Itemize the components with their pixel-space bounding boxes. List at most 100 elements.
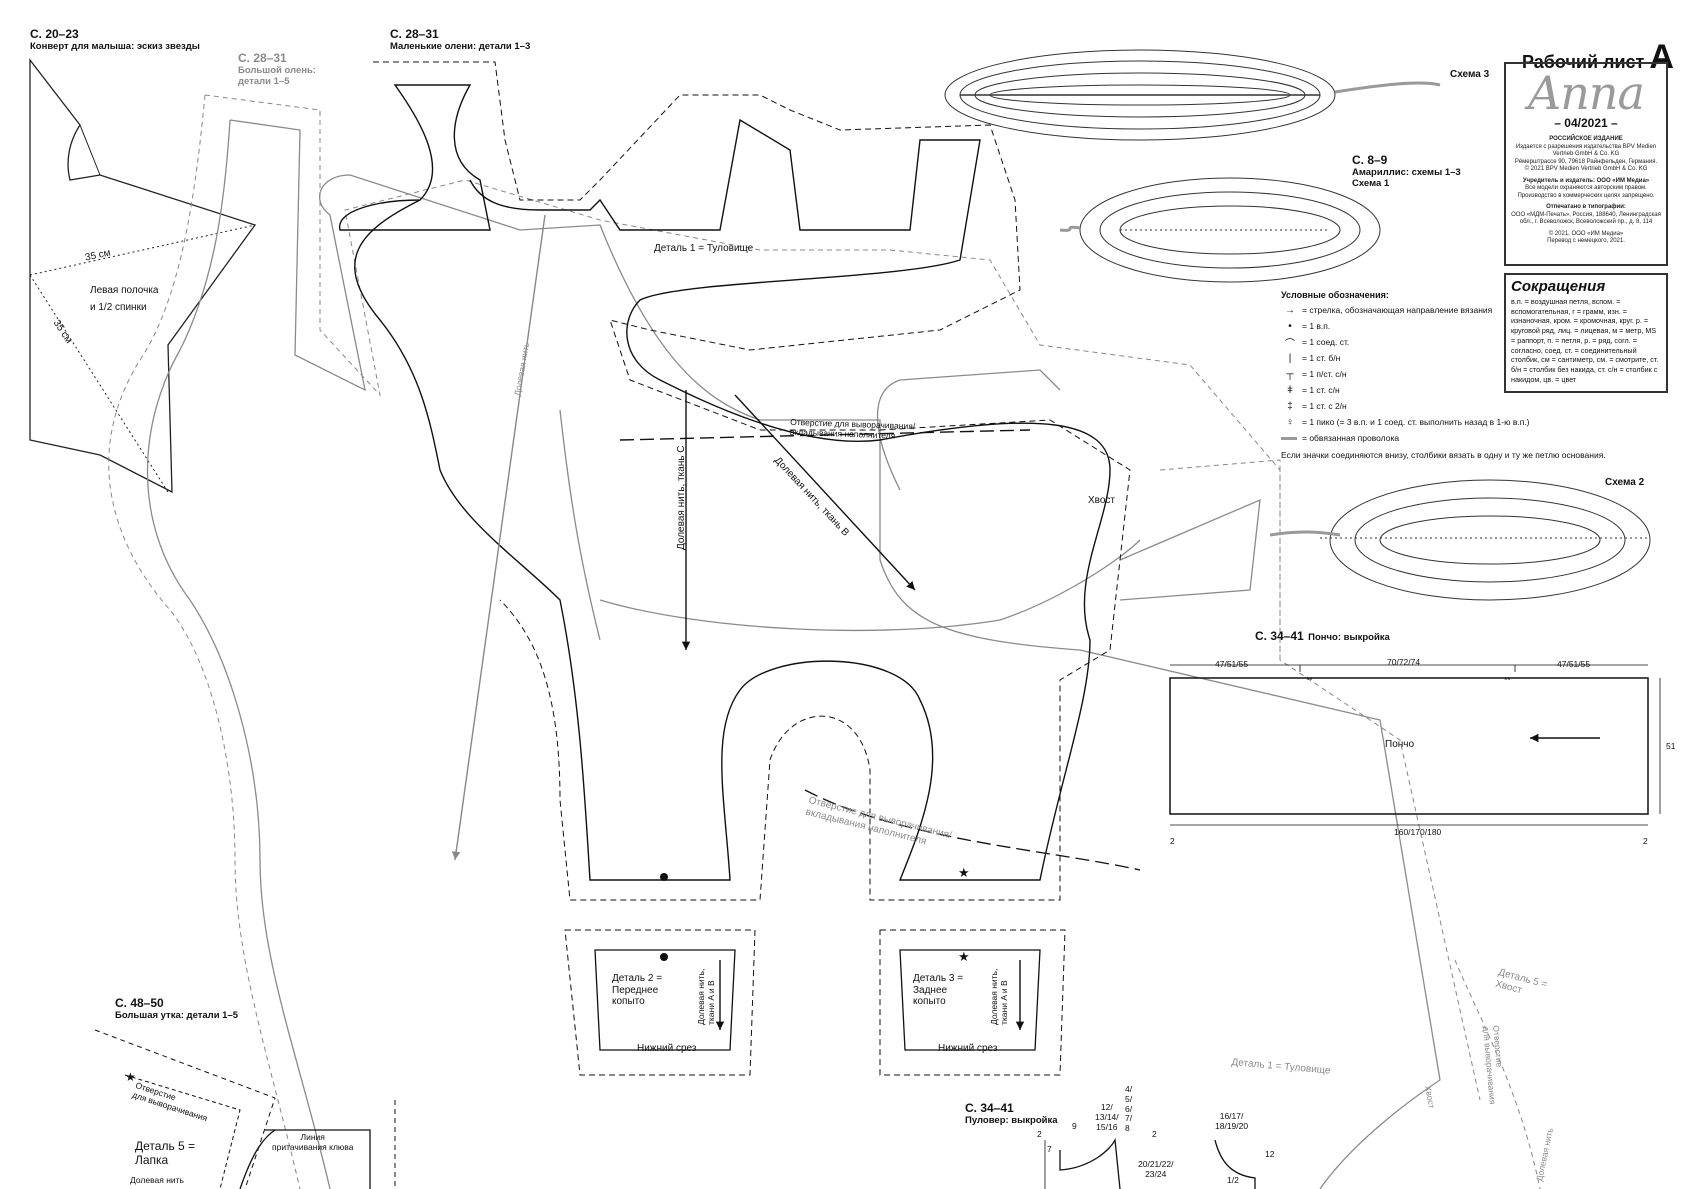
pullover-dim-group: 20/21/22/ 23/24 xyxy=(1138,1159,1174,1180)
legend-text: = 1 ст. б/н xyxy=(1302,353,1341,364)
section-title: С. 20–23 xyxy=(30,27,79,41)
pullover-dim-group: 12/ 13/14/ 15/16 xyxy=(1095,1102,1119,1132)
abbreviations-title: Сокращения xyxy=(1511,278,1606,295)
duck-beak-line-1: Линия xyxy=(300,1132,325,1142)
wire-icon xyxy=(1281,436,1297,440)
hoof-front-line-3: копыто xyxy=(612,996,645,1007)
scheme-2 xyxy=(1269,479,1651,601)
deer-tail-label: Хвост xyxy=(1088,495,1116,506)
legend-item: ǂ = 1 ст. с/н xyxy=(1281,382,1606,398)
legend-text: = 1 п/ст. с/н xyxy=(1302,369,1347,380)
scheme-3 xyxy=(944,49,1441,141)
section-title: С. 34–41 xyxy=(965,1101,1014,1115)
pullover-dim: 1/2 xyxy=(1227,1175,1239,1185)
legend-item: |= 1 ст. б/н xyxy=(1281,350,1606,366)
deer-grain-c-label: Долевая нить, ткань C xyxy=(676,445,687,550)
poncho-stars-b: ** xyxy=(1504,675,1511,685)
big-deer-outline xyxy=(146,119,1441,1189)
publisher-line: Перевод с немецкого, 2021. xyxy=(1547,238,1625,244)
duck-beak-line-2: притачивания клюва xyxy=(272,1141,354,1152)
scheme-1 xyxy=(1059,177,1381,283)
section-amaryllis: С. 8–9 Амариллис: схемы 1–3 Схема 1 xyxy=(1352,153,1461,190)
section-pullover: С. 34–41 Пуловер: выкройка xyxy=(965,1101,1058,1127)
legend-text: = стрелка, обозначающая направление вяза… xyxy=(1302,305,1493,316)
hoof-front-line-1: Деталь 2 = xyxy=(612,973,663,984)
sheet-letter: A xyxy=(1649,38,1674,76)
publisher-line: © 2021 BPV Medien Vertrieb GmbH & Co. KG xyxy=(1524,166,1648,172)
pullover-dim: 15/16 xyxy=(1096,1121,1118,1132)
poncho-top-left: 47/51/55 xyxy=(1215,659,1249,669)
section-title: С. 28–31 xyxy=(390,27,439,41)
legend-note: Если значки соединяются внизу, столбики … xyxy=(1281,450,1606,461)
hoof-back-grain: Долевая нить, ткани A и B xyxy=(989,969,1010,1025)
scheme-3-label: Схема 3 xyxy=(1450,69,1490,80)
section-title: С. 34–41 xyxy=(1255,629,1304,643)
pullover-dim: 18/19/20 xyxy=(1215,1120,1249,1131)
section-title: С. 8–9 xyxy=(1352,153,1388,167)
legend-item: = обвязанная проволока xyxy=(1281,430,1606,446)
publisher-line: обл., г. Всеволожск, Всеволожский пр., д… xyxy=(1519,219,1653,225)
pullover-dim-group: 4/ 5/ 6/ 7/ 8 xyxy=(1125,1084,1133,1134)
poncho-bottom: 160/170/180 xyxy=(1394,827,1442,837)
legend-text: = обвязанная проволока xyxy=(1302,433,1400,444)
section-subtitle: Амариллис: схемы 1–3 xyxy=(1352,166,1461,178)
pullover-dim: 20/21/22/ xyxy=(1138,1159,1174,1169)
section-subtitle: Пончо: выкройка xyxy=(1308,632,1390,643)
hoof-front-bottom: Нижний срез xyxy=(637,1043,697,1054)
section-duck: С. 48–50 Большая утка: детали 1–5 xyxy=(115,996,239,1022)
poncho-top-mid: 70/72/74 xyxy=(1387,657,1421,667)
section-small-deer: С. 28–31 Маленькие олени: детали 1–3 xyxy=(390,27,531,53)
section-subtitle: Большая утка: детали 1–5 xyxy=(115,1009,239,1021)
legend-item: ⌒= 1 соед. ст. xyxy=(1281,334,1606,350)
treble-crochet-icon: ‡ xyxy=(1287,400,1293,412)
poncho-top-right: 47/51/55 xyxy=(1557,659,1591,669)
legend-text: = 1 в.п. xyxy=(1302,321,1331,332)
legend: Условные обозначения: →= стрелка, обозна… xyxy=(1281,290,1606,460)
hoof-marks xyxy=(660,873,668,961)
big-deer-seam xyxy=(108,94,1541,1189)
publisher-line: Издается с разрешения издательства BPV M… xyxy=(1515,143,1657,150)
pullover-dim: 23/24 xyxy=(1145,1168,1167,1179)
legend-text: = 1 ст. с 2/н xyxy=(1302,401,1347,412)
publisher-box: Anna – 04/2021 – РОССИЙСКОЕ ИЗДАНИЕ Изда… xyxy=(1504,62,1668,266)
legend-item: •= 1 в.п. xyxy=(1281,318,1606,334)
arrow-icon: → xyxy=(1285,304,1295,316)
hoof-back-label: Деталь 3 = Заднее копыто xyxy=(913,973,963,1008)
section-subtitle-2: детали 1–5 xyxy=(238,75,290,87)
publisher-line: РОССИЙСКОЕ ИЗДАНИЕ xyxy=(1549,136,1623,142)
section-subtitle: Маленькие олени: детали 1–3 xyxy=(390,40,531,52)
legend-item: → = стрелка, обозначающая направление вяз… xyxy=(1281,302,1606,318)
poncho-mark-left: 2 xyxy=(1170,836,1175,846)
hoof-front-grain: Долевая нить, ткани A и B xyxy=(696,969,717,1025)
publisher-line: © 2021, ООО «ИМ Медиа» xyxy=(1548,230,1624,237)
small-deer-body xyxy=(339,84,1111,881)
pullover-dim: 2 xyxy=(1152,1129,1157,1139)
legend-item: ┬ = 1 п/ст. с/н xyxy=(1281,366,1606,382)
publisher-info: РОССИЙСКОЕ ИЗДАНИЕ Издается с разрешения… xyxy=(1506,136,1666,246)
hoof-front-line-2: Переднее xyxy=(612,984,659,996)
hoof-back-line-3: копыто xyxy=(913,996,946,1007)
issue-number: – 04/2021 – xyxy=(1554,116,1618,130)
pullover-dim: 12/ xyxy=(1100,1102,1113,1112)
publisher-line: Учредитель и издатель: ООО «ИМ Медиа» xyxy=(1522,177,1650,184)
poncho-pattern xyxy=(1169,664,1661,826)
half-double-icon: ┬ xyxy=(1286,368,1294,380)
hoof-back-bottom: Нижний срез xyxy=(938,1043,998,1054)
hoof-back-grain-2: ткани A и B xyxy=(998,980,1009,1025)
pullover-dim-group: 16/17/ 18/19/20 xyxy=(1215,1111,1249,1132)
pullover-dim: 12 xyxy=(1265,1149,1275,1159)
poncho-stars-a: ** xyxy=(1306,675,1313,685)
star-mark-icon: ★ xyxy=(958,865,970,880)
slip-stitch-icon: ⌒ xyxy=(1285,338,1295,350)
duck-beak-label: Линия притачивания клюва xyxy=(272,1132,354,1153)
poncho-mark-right: 2 xyxy=(1643,836,1648,846)
duck-pattern xyxy=(94,1029,396,1189)
pullover-dim: 6/ xyxy=(1125,1103,1133,1114)
legend-text: = 1 ст. с/н xyxy=(1302,385,1340,396)
star-mark-icon: ★ xyxy=(958,949,970,964)
double-crochet-icon: ǂ xyxy=(1287,384,1293,396)
pullover-pattern xyxy=(1044,1137,1256,1189)
abbreviations-text: в.п. = воздушная петля, вспом. = вспомог… xyxy=(1511,297,1659,384)
section-subtitle: Пуловер: выкройка xyxy=(965,1114,1058,1126)
star-sketch xyxy=(29,58,257,494)
